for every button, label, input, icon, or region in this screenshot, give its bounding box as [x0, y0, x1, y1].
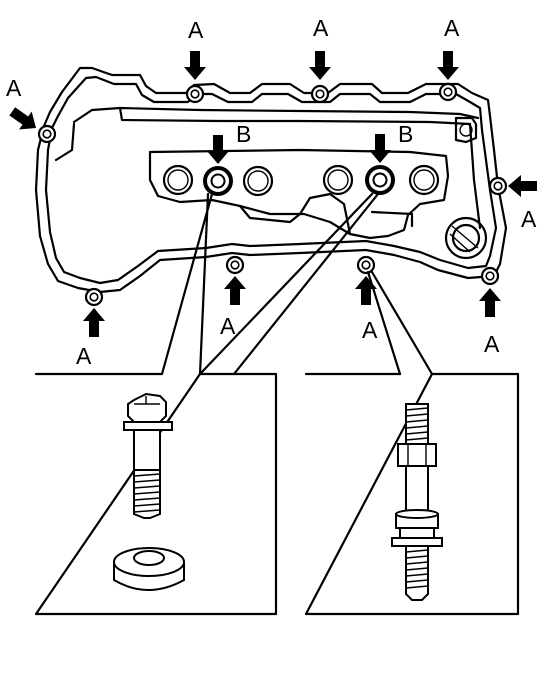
- label-a: A: [313, 15, 329, 41]
- bolt-icon: [123, 392, 173, 519]
- label-a: A: [6, 75, 22, 101]
- stud-bolt-icon: [391, 403, 443, 601]
- label-b: B: [236, 121, 251, 147]
- label-a: A: [76, 343, 92, 369]
- callout-leaders: [160, 192, 434, 376]
- valve-cover: [34, 66, 508, 294]
- label-a: A: [444, 15, 460, 41]
- label-a: A: [362, 317, 378, 343]
- bolt-holes: [37, 82, 508, 307]
- washer-icon: [113, 547, 185, 591]
- labels: A A A A A A A A A B B: [6, 15, 537, 369]
- plug-recess: [148, 148, 488, 260]
- detail-box-bolt: [34, 372, 278, 616]
- label-a: A: [220, 313, 236, 339]
- label-b: B: [398, 121, 413, 147]
- label-a: A: [521, 206, 537, 232]
- detail-box-stud: [304, 372, 520, 616]
- label-a: A: [188, 17, 204, 43]
- label-a: A: [484, 331, 500, 357]
